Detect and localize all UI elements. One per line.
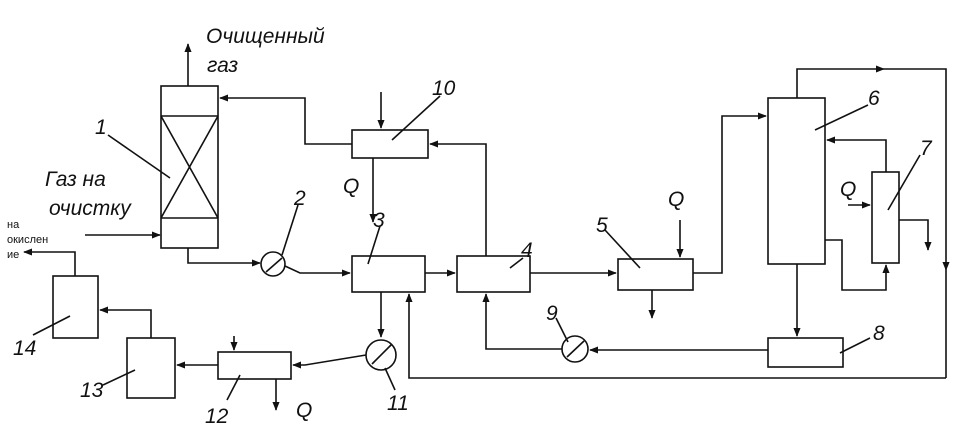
line-4-to-10 xyxy=(429,140,487,256)
pump-11 xyxy=(365,339,397,371)
equipment-number-6: 6 xyxy=(868,87,880,110)
equipment-number-10: 10 xyxy=(432,77,456,100)
cooler-12 xyxy=(217,351,292,380)
leader-12 xyxy=(226,374,241,401)
pump-2 xyxy=(260,251,286,277)
leader-13 xyxy=(102,369,136,386)
leader-7 xyxy=(887,154,921,211)
equipment-number-7: 7 xyxy=(920,137,933,160)
line-6-to-7 xyxy=(825,239,890,291)
inlet-gas-label-line1: Газ на xyxy=(45,168,106,191)
line-14-to-oxidation xyxy=(23,248,76,276)
equipment-number-12: 12 xyxy=(205,405,229,428)
leader-2 xyxy=(281,204,299,256)
lean-solvent-to-absorber xyxy=(219,94,352,145)
cooler-10 xyxy=(351,129,429,159)
line-5-to-6 xyxy=(693,112,767,274)
q-label-7: Q xyxy=(840,178,856,201)
to-oxidation-label-line3: ие xyxy=(7,249,19,261)
clean-gas-label-line2: газ xyxy=(207,54,238,77)
absorber-column-1 xyxy=(160,85,219,249)
leader-4 xyxy=(509,257,524,269)
line-11-to-12 xyxy=(292,354,367,369)
stripping-column-6 xyxy=(767,97,826,265)
reboiler-7 xyxy=(871,171,900,264)
inlet-gas-label-line2: очистку xyxy=(49,197,132,220)
leader-1 xyxy=(107,134,171,179)
heat-exchanger-4 xyxy=(456,255,531,293)
equipment-number-4: 4 xyxy=(521,239,533,262)
leader-6 xyxy=(814,104,869,131)
q-label-5: Q xyxy=(668,188,684,211)
q-label-10: Q xyxy=(343,175,359,198)
clean-gas-label-line1: Очищенный xyxy=(206,25,325,48)
leader-14 xyxy=(32,315,71,336)
column-6-overhead xyxy=(796,65,885,98)
equipment-number-1: 1 xyxy=(95,116,107,139)
equipment-number-14: 14 xyxy=(13,337,36,360)
vessel-14 xyxy=(52,275,99,339)
rich-solvent-to-hx-3 xyxy=(284,265,351,277)
heater-5 xyxy=(617,258,694,291)
leader-3 xyxy=(367,225,381,265)
line-7-to-6 xyxy=(826,136,887,172)
leader-9 xyxy=(555,317,569,343)
heat-exchanger-3 xyxy=(351,255,426,293)
leader-11 xyxy=(384,367,396,391)
equipment-number-8: 8 xyxy=(873,322,885,345)
line-9-to-4 xyxy=(482,293,562,350)
vessel-8 xyxy=(767,337,844,368)
to-oxidation-label-line2: окислен xyxy=(7,234,48,246)
equipment-number-5: 5 xyxy=(596,214,608,237)
line-7-outlet xyxy=(899,219,932,251)
rich-solvent-to-pump-2 xyxy=(187,248,261,267)
equipment-number-2: 2 xyxy=(293,187,306,210)
overhead-line-right xyxy=(884,68,950,271)
leader-5 xyxy=(604,229,641,269)
q-label-12: Q xyxy=(296,399,312,422)
vessel-13 xyxy=(126,337,176,399)
pump-9 xyxy=(561,335,589,363)
equipment-number-13: 13 xyxy=(80,379,104,402)
equipment-number-11: 11 xyxy=(387,392,409,415)
equipment-number-3: 3 xyxy=(373,209,385,232)
to-oxidation-label-line1: на xyxy=(7,219,20,231)
leader-10 xyxy=(391,95,441,141)
leader-8 xyxy=(839,337,871,354)
equipment-number-9: 9 xyxy=(546,302,558,325)
return-line-to-hx-3 xyxy=(405,293,946,379)
line-13-to-14 xyxy=(99,306,152,338)
